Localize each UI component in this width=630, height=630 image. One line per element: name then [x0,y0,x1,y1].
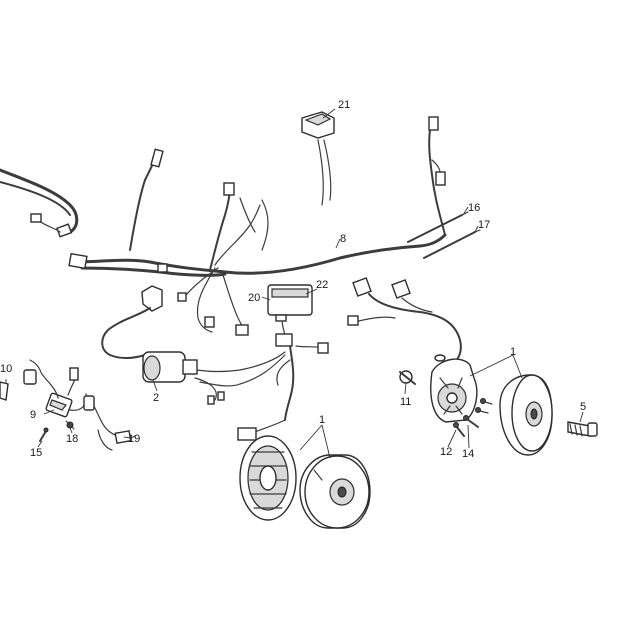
part-21-connector [301,111,335,206]
part-17-cable-tie [423,229,481,259]
part-10-bracket [0,381,9,401]
part-20-cdi-unit [267,284,313,347]
callout-11: 11 [400,396,411,408]
callout-8: 8 [340,233,346,245]
part-1-stator-right [430,354,478,423]
callout-1-left: 1 [319,414,325,426]
stator-wiring-left [237,342,329,441]
part-5-bolt [567,421,598,437]
part-1-stator-left [239,435,297,521]
callout-1-right: 1 [510,346,516,358]
part-14-screw [463,415,479,428]
callout-labels: 21 8 16 17 22 20 2 1 1 5 11 12 14 10 9 1… [0,99,586,460]
callout-20: 20 [248,292,260,304]
part-15-bolt [39,427,49,442]
part-18-connector [65,420,75,430]
part-11-clip [399,370,416,385]
leader-lines [5,108,584,459]
callout-5: 5 [580,401,586,413]
callout-18: 18 [66,433,78,445]
main-wiring-harness [0,116,447,336]
part-16-cable-tie [407,211,469,243]
callout-22: 22 [316,279,328,291]
callout-12: 12 [440,446,452,458]
callout-2: 2 [153,392,159,404]
callout-17: 17 [478,219,490,231]
callout-16: 16 [468,202,480,214]
callout-14: 14 [462,448,474,460]
part-screws-right [475,398,493,414]
part-2-ignition-coil [101,285,286,405]
callout-21: 21 [338,99,350,111]
part-1-flywheel-right [499,374,553,456]
part-1-flywheel-left [299,454,371,529]
callout-15: 15 [30,447,42,459]
callout-10: 10 [0,363,12,375]
part-19-harness [83,395,136,451]
callout-19: 19 [128,433,140,445]
part-12-screw [453,422,465,437]
stator-wiring-right [347,277,462,369]
callout-9: 9 [30,409,36,421]
